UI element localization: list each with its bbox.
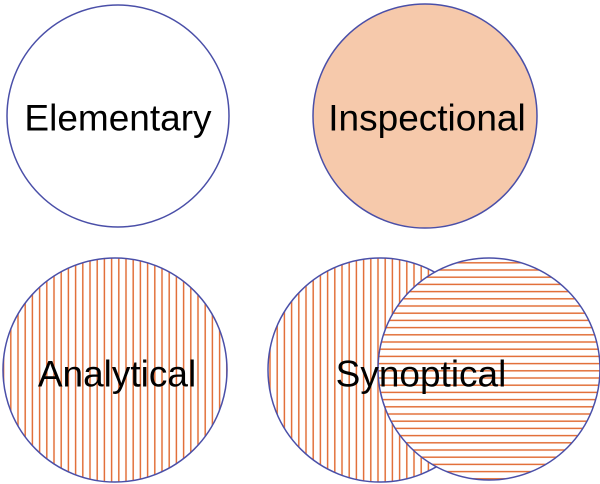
synoptical-horizontal-circle (377, 257, 600, 481)
inspectional-circle (312, 3, 538, 229)
inspectional-node: Inspectional (312, 3, 538, 229)
synoptical-label: Synoptical (336, 354, 507, 395)
elementary-label: Elementary (24, 98, 212, 139)
analytical-circle (2, 257, 228, 483)
analytical-node: Analytical (2, 257, 228, 483)
inspectional-label: Inspectional (328, 98, 525, 139)
elementary-circle (6, 4, 230, 228)
elementary-node: Elementary (6, 4, 230, 228)
analytical-label: Analytical (38, 354, 196, 395)
synoptical-node: Synoptical (267, 257, 600, 483)
